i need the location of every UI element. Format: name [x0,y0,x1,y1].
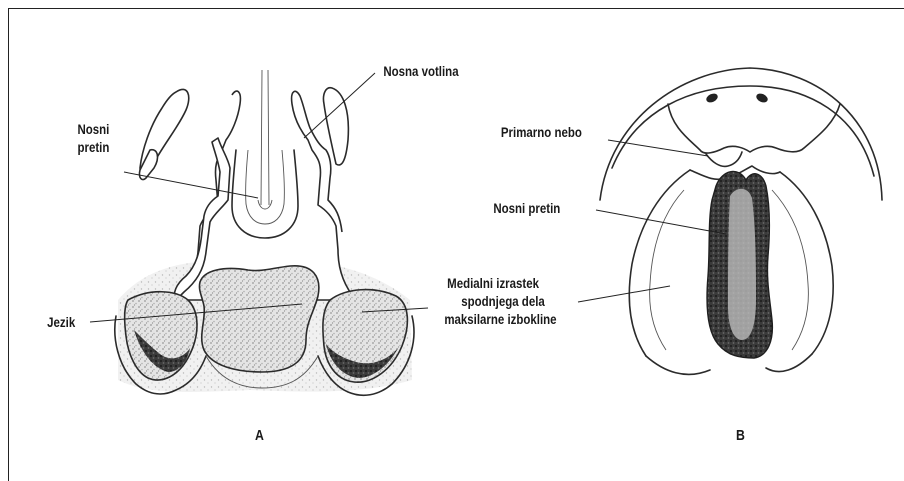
label-nosni-pretin-a-line1: Nosni [78,121,110,137]
primary-palate-notch [706,152,742,166]
right-nostril [755,92,769,104]
lower-oral-border-b [646,356,710,374]
label-primarno-nebo: Primarno nebo [501,124,582,140]
frontonasal-region [668,104,840,153]
label-jezik: Jezik [47,314,76,330]
label-nosni-pretin-b: Nosni pretin [493,200,560,216]
panel-b-leaders [578,140,726,302]
label-medialni-line1: Medialni izrastek [447,275,540,291]
right-palatal-shelf-b-inner [772,190,808,350]
nasal-septum-b-highlight [728,189,756,340]
panel-a-drawing [115,70,414,395]
panel-b-drawing [600,68,882,374]
left-nostril [705,92,719,104]
lower-oral-border-b-right [766,354,812,372]
label-medialni-line3: maksilarne izbokline [444,311,556,327]
tongue [199,266,318,372]
left-palatal-shelf-b [629,170,690,356]
panel-label-b: B [736,427,745,443]
label-nosni-pretin-a-line2: pretin [78,139,110,155]
label-medialni-line2: spodnjega dela [461,293,545,309]
left-palatal-shelf-b-inner [650,190,684,350]
panel-label-a: A [255,427,264,443]
right-palatal-shelf-b [780,172,833,354]
label-nosna-votlina: Nosna votlina [383,63,459,79]
